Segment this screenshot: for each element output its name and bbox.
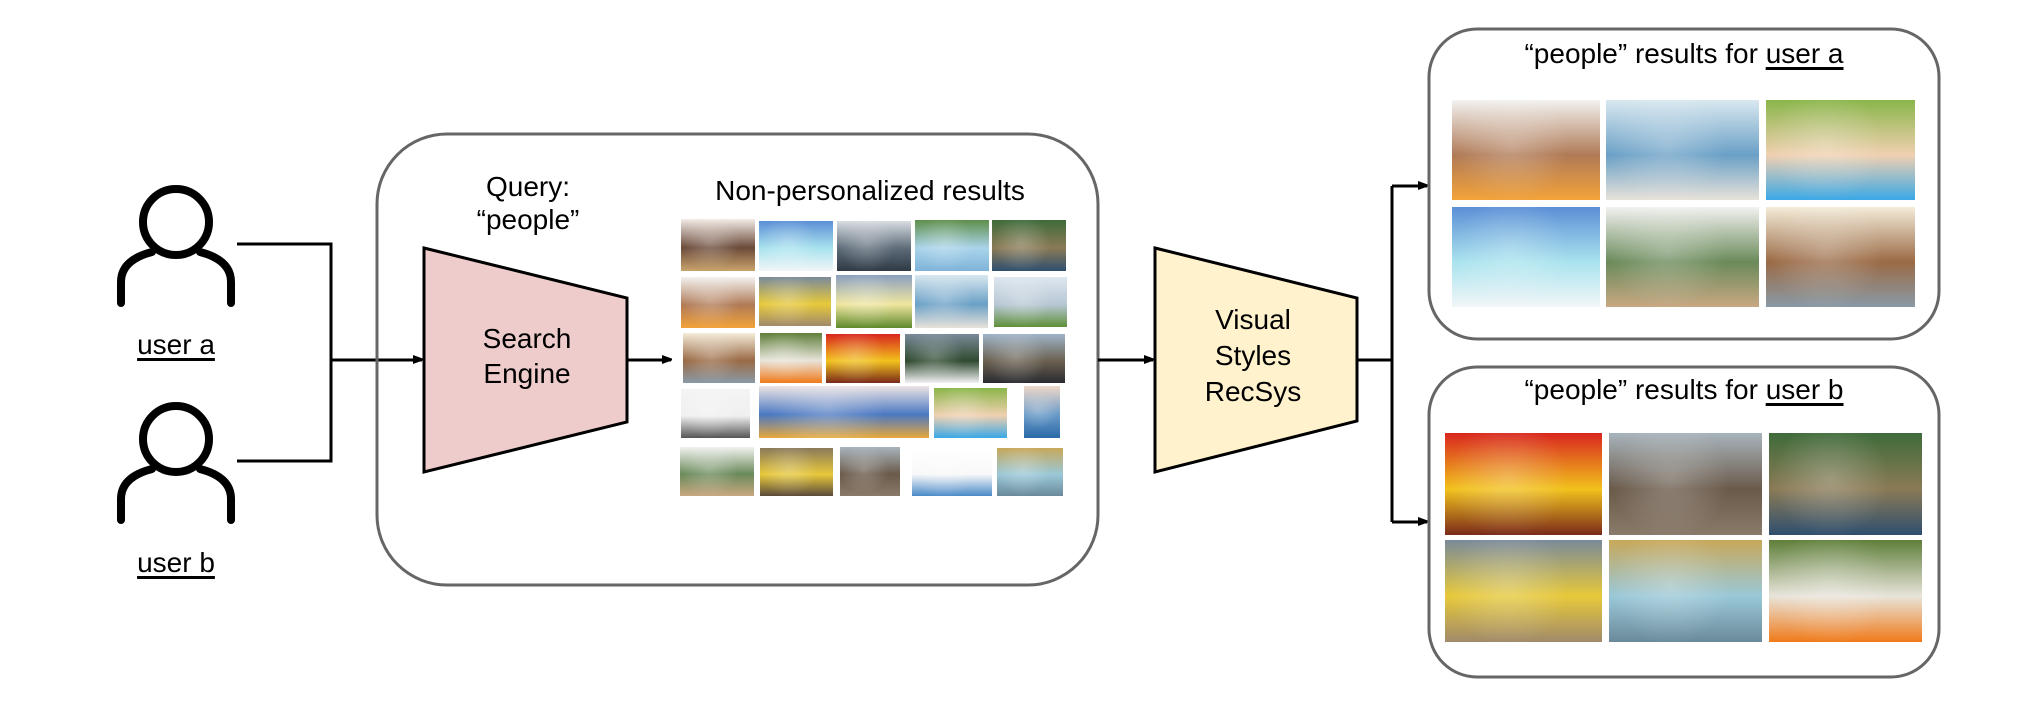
result-image-people-farming-field [994, 277, 1067, 327]
person-icon [117, 402, 235, 524]
personalized-image-buffalo-race-in-mud [1609, 433, 1762, 535]
result-image-man-taking-selfie-in-sea [1024, 386, 1060, 438]
results-title-prefix: “people” results for [1524, 38, 1766, 69]
personalized-image-couple-at-resort-pool [1452, 207, 1600, 307]
personalized-image-two-women-hugging-by-sea [1606, 100, 1759, 200]
result-image-dragon-boat-race [759, 277, 831, 326]
personalized-image-red-shirted-sports-fans [1445, 433, 1602, 535]
search-engine-block [422, 246, 629, 474]
result-image-family-in-pool-with-sunglasses [934, 388, 1007, 438]
result-image-woman-with-headphones [683, 333, 755, 383]
recsys-block [1153, 246, 1359, 474]
person-icon [117, 185, 235, 307]
result-image-thermal-bath-crowd [997, 448, 1063, 496]
personalized-image-woman-with-hat-and-laptop [1606, 207, 1759, 307]
personalized-image-woman-with-headphones [1766, 207, 1915, 307]
result-image-snowy-ski-slope [905, 334, 979, 383]
result-image-man-in-green-field [836, 275, 912, 328]
user-connector [237, 242, 333, 463]
non-personalized-title: Non-personalized results [715, 175, 1025, 206]
result-image-tiki-boat-on-river [992, 220, 1066, 271]
recsys-label-line2: Styles [1214, 340, 1292, 371]
search-engine-label-line2: Engine [483, 358, 571, 389]
results-title-user: user b [1765, 374, 1844, 405]
output-connector [1357, 186, 1394, 522]
result-image-white-water-rafting [760, 333, 822, 383]
result-image-woman-drinking-juice [681, 277, 755, 328]
personalized-image-woman-drinking-juice [1452, 100, 1600, 200]
result-image-red-shirted-sports-fans [826, 334, 900, 383]
results-title-user: user a [1765, 38, 1844, 69]
personalized-image-dragon-boat-race [1445, 540, 1602, 642]
query-label: Query: [485, 171, 571, 202]
result-image-woman-floating-in-sea [915, 220, 989, 271]
personalized-image-thermal-bath-crowd [1609, 540, 1762, 642]
result-image-coworkers-at-laptop [760, 448, 833, 496]
user-b-results-container [1427, 365, 1941, 679]
user-b-results-title: “people” results for user b [1429, 373, 1939, 407]
result-image-illustrated-people-in-masks [759, 386, 929, 438]
user-a-results-container [1427, 27, 1941, 341]
search-engine-label-line1: Search [482, 323, 572, 354]
user-a-label: user a [137, 329, 215, 360]
results-title-prefix: “people” results for [1524, 374, 1766, 405]
result-image-couple-at-resort-pool [759, 221, 833, 271]
query-value: “people” [476, 204, 580, 235]
personalized-image-tiki-boat-on-river [1769, 433, 1922, 535]
result-image-illustrated-people-walking [912, 448, 992, 496]
recsys-label-line1: Visual [1215, 304, 1291, 335]
personalized-image-white-water-rafting [1769, 540, 1922, 642]
result-image-crowd-at-church-plaza [983, 334, 1065, 383]
result-image-office-team-meeting [837, 221, 911, 271]
result-image-crowd-pictogram-icons [681, 389, 750, 438]
result-image-group-of-friends-smiling [681, 219, 755, 271]
result-image-woman-with-hat-and-laptop [680, 447, 754, 496]
recsys-label-line3: RecSys [1204, 376, 1302, 407]
user-b-label: user b [137, 547, 215, 578]
result-image-buffalo-race-in-mud [840, 447, 900, 496]
personalized-image-family-in-pool-with-sunglasses [1766, 100, 1915, 200]
result-image-two-women-hugging-by-sea [915, 275, 988, 328]
user-a-results-title: “people” results for user a [1429, 37, 1939, 71]
